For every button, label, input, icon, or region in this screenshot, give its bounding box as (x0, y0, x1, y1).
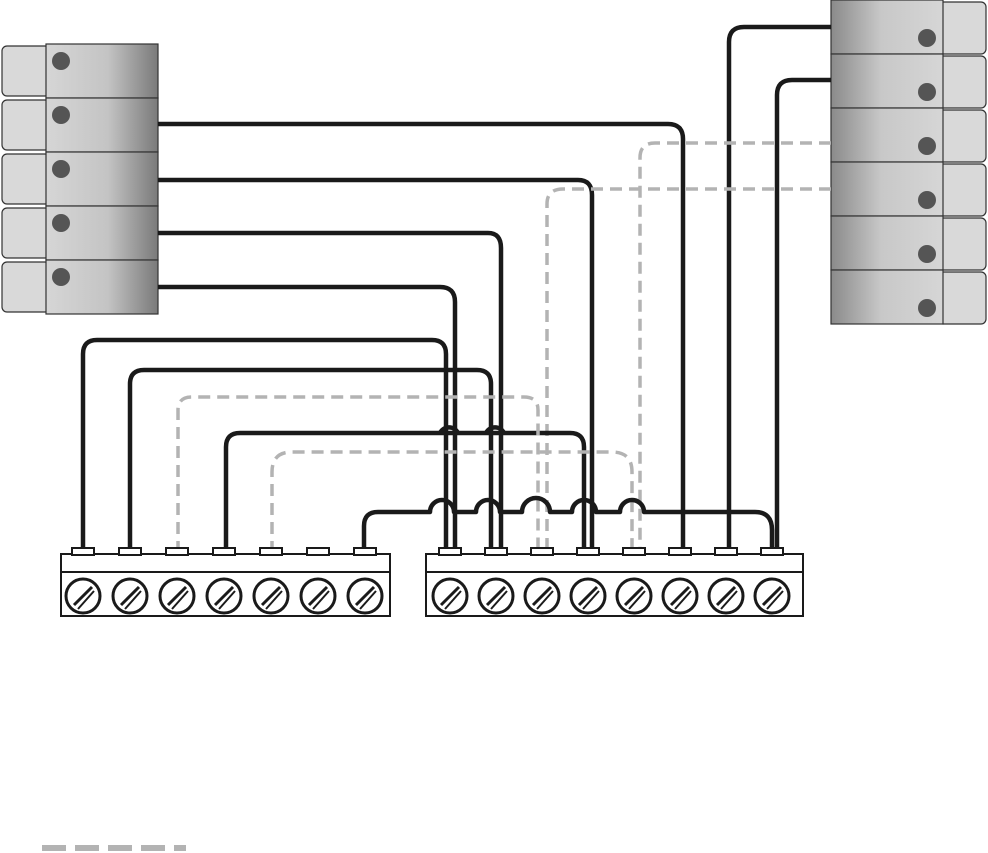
right-connector (831, 0, 986, 324)
solid-wire (364, 498, 772, 553)
wires (83, 27, 831, 553)
left-connector-tab (2, 262, 50, 312)
left-connector-slot (2, 98, 158, 152)
right-connector-pin (918, 29, 936, 47)
left-connector (2, 44, 158, 314)
left-connector-pin (52, 106, 70, 124)
terminal-clamp (531, 548, 553, 555)
left-connector-body (46, 152, 158, 206)
terminal-clamp (260, 548, 282, 555)
terminal-clamp (485, 548, 507, 555)
left-connector-body (46, 98, 158, 152)
terminal-clamp (669, 548, 691, 555)
left-connector-slot (2, 44, 158, 98)
left-connector-body (46, 44, 158, 98)
right-connector-slot (831, 216, 986, 270)
right-connector-pin (918, 137, 936, 155)
dashed-wire (547, 189, 831, 553)
right-connector-tab (938, 218, 986, 270)
right-connector-slot (831, 54, 986, 108)
left-connector-pin (52, 214, 70, 232)
dashed-wire (178, 397, 538, 553)
left-connector-pin (52, 160, 70, 178)
terminal-clamp (119, 548, 141, 555)
left-connector-slot (2, 260, 158, 314)
left-connector-tab (2, 100, 50, 150)
right-connector-slot (831, 0, 986, 54)
right-connector-slot (831, 270, 986, 324)
terminal-clamp (166, 548, 188, 555)
right-connector-pin (918, 299, 936, 317)
terminal-clamp (623, 548, 645, 555)
left-connector-slot (2, 206, 158, 260)
terminal-clamp (213, 548, 235, 555)
left-connector-body (46, 260, 158, 314)
left-connector-slot (2, 152, 158, 206)
solid-wire (777, 80, 831, 553)
right-connector-pin (918, 83, 936, 101)
right-connector-tab (938, 56, 986, 108)
right-connector-pin (918, 191, 936, 209)
terminal-clamp (307, 548, 329, 555)
right-connector-tab (938, 164, 986, 216)
solid-wire (729, 27, 831, 553)
right-connector-slot (831, 162, 986, 216)
right-connector-pin (918, 245, 936, 263)
dashed-wire (640, 143, 831, 553)
left-connector-pin (52, 268, 70, 286)
solid-wire (158, 180, 592, 553)
terminal-clamp (577, 548, 599, 555)
terminal-clamp (72, 548, 94, 555)
terminal-clamp (354, 548, 376, 555)
left-connector-pin (52, 52, 70, 70)
right-connector-tab (938, 2, 986, 54)
left-terminal-block (61, 548, 390, 616)
right-connector-tab (938, 110, 986, 162)
left-connector-tab (2, 154, 50, 204)
terminal-clamp (715, 548, 737, 555)
right-connector-slot (831, 108, 986, 162)
left-connector-tab (2, 46, 50, 96)
right-connector-tab (938, 272, 986, 324)
terminal-clamp (439, 548, 461, 555)
left-connector-body (46, 206, 158, 260)
terminal-clamp (761, 548, 783, 555)
left-connector-tab (2, 208, 50, 258)
right-terminal-block (426, 548, 803, 616)
